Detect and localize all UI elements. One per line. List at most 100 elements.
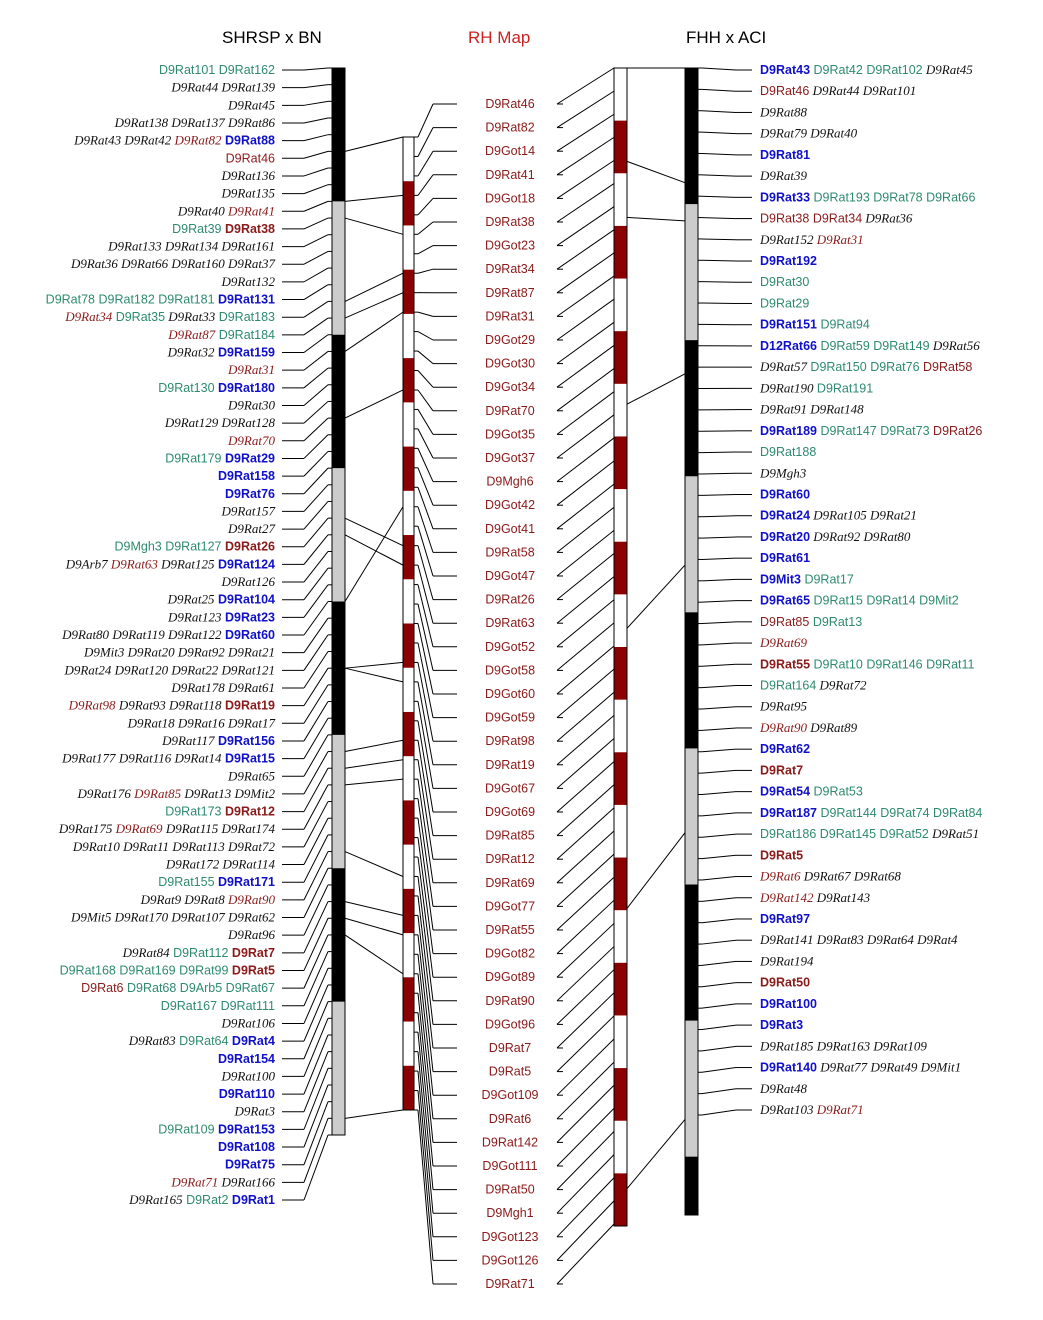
rh-marker-label: D9Got69 — [485, 805, 535, 819]
right-chromosome-band — [685, 923, 698, 944]
marker-name: D9Rat85 — [760, 615, 809, 629]
right-marker-label: D9Mit3 D9Rat17 — [760, 572, 854, 586]
rh-marker-connector — [417, 1012, 434, 1167]
right-marker-connector — [701, 110, 737, 113]
marker-name: D9Mit5 — [70, 910, 112, 925]
marker-name: D9Rat93 — [116, 698, 167, 713]
left-marker-connector — [303, 517, 329, 548]
rh-map-band — [403, 623, 414, 669]
rh-marker-label: D9Rat70 — [485, 404, 534, 418]
marker-name: D9Rat24 — [760, 509, 810, 523]
bar-to-right-connector — [626, 160, 686, 184]
right-chromosome-band — [685, 87, 698, 108]
marker-name: D9Rat5 — [760, 848, 803, 862]
rh-map-band — [403, 756, 414, 801]
marker-name: D9Rat143 — [813, 890, 870, 905]
marker-name: D9Rat20 — [760, 530, 810, 544]
left-marker-connector — [303, 684, 329, 724]
rh-marker-label: D9Rat58 — [485, 545, 534, 559]
rh-marker-label: D9Got123 — [482, 1230, 539, 1244]
right-chromosome-band — [685, 534, 698, 555]
marker-name: D9Rat122 — [165, 627, 222, 642]
rh-marker-label: D9Rat50 — [485, 1183, 534, 1197]
marker-name: D9Rat142 — [759, 890, 814, 905]
right-marker-connector — [701, 472, 737, 475]
right-chromosome-band — [685, 106, 698, 127]
left-chromosome-band — [332, 1068, 345, 1086]
rh-right-connector — [556, 1084, 615, 1143]
marker-name: D9Rat127 — [162, 540, 222, 554]
left-marker-label: D9Rat46 — [226, 151, 275, 165]
marker-name: D9Rat171 — [215, 875, 275, 889]
rh-right-connector — [556, 946, 615, 1002]
right-marker-label: D9Rat60 — [760, 487, 810, 501]
left-marker-label: D9Rat27 — [227, 521, 275, 536]
left-marker-connector — [303, 467, 329, 495]
marker-name: D9Rat6 — [759, 869, 801, 884]
marker-name: D9Rat183 — [215, 310, 275, 324]
marker-name: D9Rat81 — [760, 148, 810, 162]
right-marker-connector — [701, 769, 737, 774]
rh-marker-connector — [417, 506, 434, 553]
left-marker-label: D9Rat70 — [227, 433, 275, 448]
left-chromosome-band — [332, 384, 345, 402]
right-marker-connector — [701, 281, 737, 283]
rh-band-bar-segment — [614, 910, 627, 964]
right-marker-connector — [701, 663, 737, 667]
marker-name: D9Rat124 — [215, 557, 275, 571]
left-marker-label: D9Rat87 D9Rat184 — [167, 327, 275, 342]
right-chromosome-outline — [684, 67, 699, 1216]
right-marker-connector — [701, 515, 737, 518]
rh-right-connector — [556, 691, 615, 742]
right-marker-label: D9Rat79 D9Rat40 — [759, 126, 858, 141]
rh-marker-connector — [417, 448, 434, 482]
left-marker-connector — [303, 968, 329, 1024]
marker-name: D9Rat61 — [760, 551, 810, 565]
left-marker-connector — [303, 984, 329, 1042]
marker-name: D9Rat121 — [218, 662, 275, 677]
marker-name: D9Rat116 — [116, 751, 172, 766]
marker-name: D9Rat157 — [221, 503, 276, 518]
left-marker-connector — [303, 617, 329, 653]
rh-right-connector — [556, 1223, 615, 1285]
rh-marker-label: D9Rat63 — [485, 616, 534, 630]
marker-name: D9Rat46 — [226, 151, 275, 165]
left-marker-label: D9Rat71 D9Rat166 — [170, 1174, 275, 1189]
right-chromosome-band — [685, 515, 698, 536]
marker-name: D9Rat193 — [810, 190, 870, 204]
marker-name: D9Rat63 — [108, 556, 159, 571]
bar-to-right-connector — [626, 216, 686, 222]
rh-right-connector — [556, 830, 615, 884]
left-marker-connector — [303, 1101, 329, 1165]
left-to-rh-connector — [344, 667, 404, 683]
rh-map-band — [403, 137, 414, 182]
left-marker-label: D9Rat98 D9Rat93 D9Rat118 D9Rat19 — [68, 698, 275, 713]
marker-name: D9Rat42 — [810, 63, 863, 77]
left-chromosome-band — [332, 801, 345, 819]
right-marker-label: D9Rat33 D9Rat193 D9Rat78 D9Rat66 — [760, 190, 975, 204]
right-marker-connector — [701, 621, 737, 625]
right-chromosome-band — [685, 379, 698, 399]
marker-name: D9Rat49 — [867, 1060, 918, 1075]
right-marker-label: D9Rat46 D9Rat44 D9Rat101 — [760, 83, 916, 98]
left-chromosome-band — [332, 568, 345, 586]
right-marker-connector — [701, 557, 737, 560]
marker-name: D9Rat120 — [111, 662, 168, 677]
rh-right-connector — [556, 160, 615, 199]
left-chromosome-band — [332, 518, 345, 536]
left-marker-connector — [303, 534, 329, 565]
marker-name: D9Rat141 — [759, 932, 813, 947]
left-marker-label: D9Rat80 D9Rat119 D9Rat122 D9Rat60 — [61, 627, 275, 642]
left-chromosome-band — [332, 184, 345, 202]
left-marker-connector — [303, 200, 329, 212]
marker-name: D9Rat163 — [813, 1038, 870, 1053]
marker-name: D9Rat156 — [215, 734, 275, 748]
left-chromosome-band — [332, 101, 345, 119]
right-marker-label: D9Rat141 D9Rat83 D9Rat64 D9Rat4 — [759, 932, 958, 947]
marker-name: D9Rat64 — [176, 1034, 229, 1048]
left-chromosome-band — [332, 751, 345, 769]
title-fhh-aci: FHH x ACI — [686, 28, 767, 47]
marker-name: D9Rat23 — [222, 610, 276, 624]
rh-marker-label: D9Got30 — [485, 357, 535, 371]
